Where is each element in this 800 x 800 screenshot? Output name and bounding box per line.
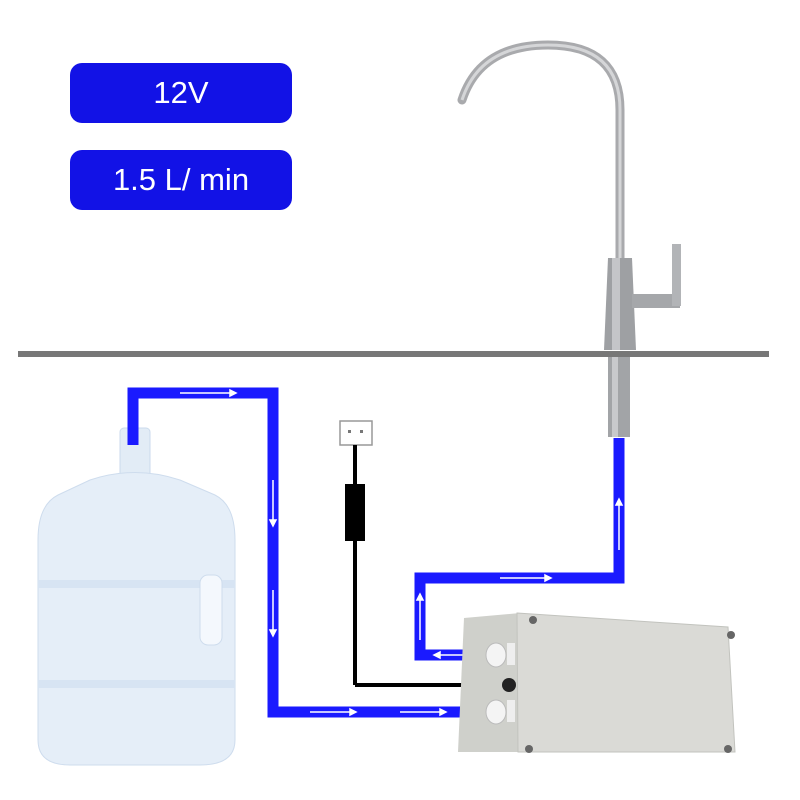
flow-rate-badge: 1.5 L/ min [70,150,292,210]
outlet-port [485,642,507,668]
pump-box [458,612,736,753]
flow-arrows [180,388,624,717]
inlet-port [485,699,507,725]
power-cable [339,420,510,687]
faucet [457,40,681,437]
power-plug [339,420,373,446]
water-bottle [37,427,236,766]
power-adapter [345,484,365,541]
countertop-line [18,351,769,357]
power-jack [502,678,516,692]
voltage-badge: 12V [70,63,292,123]
